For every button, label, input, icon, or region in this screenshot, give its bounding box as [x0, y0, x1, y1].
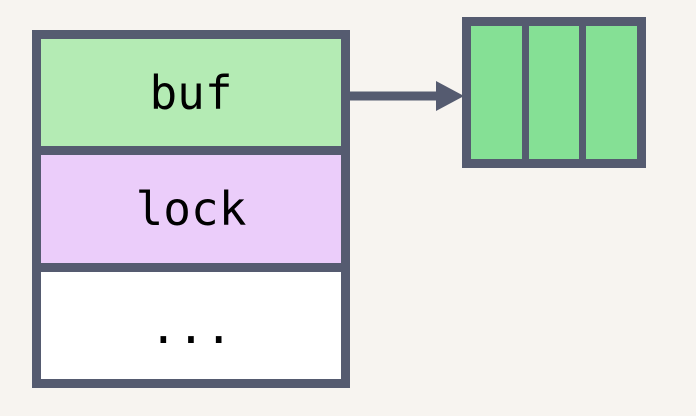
- field-lock-label: lock: [135, 181, 247, 236]
- pointer-arrow: [344, 81, 464, 111]
- field-ellipsis: ...: [41, 271, 341, 379]
- struct-box: buf lock ...: [32, 30, 350, 388]
- buffer-cell-2: [586, 26, 638, 159]
- field-buf: buf: [41, 39, 341, 147]
- buffer-box: [462, 17, 646, 168]
- field-lock: lock: [41, 155, 341, 263]
- buffer-cell-0: [471, 26, 522, 159]
- buffer-cell-1: [528, 26, 580, 159]
- field-ellipsis-label: ...: [149, 300, 233, 355]
- field-buf-label: buf: [149, 65, 233, 120]
